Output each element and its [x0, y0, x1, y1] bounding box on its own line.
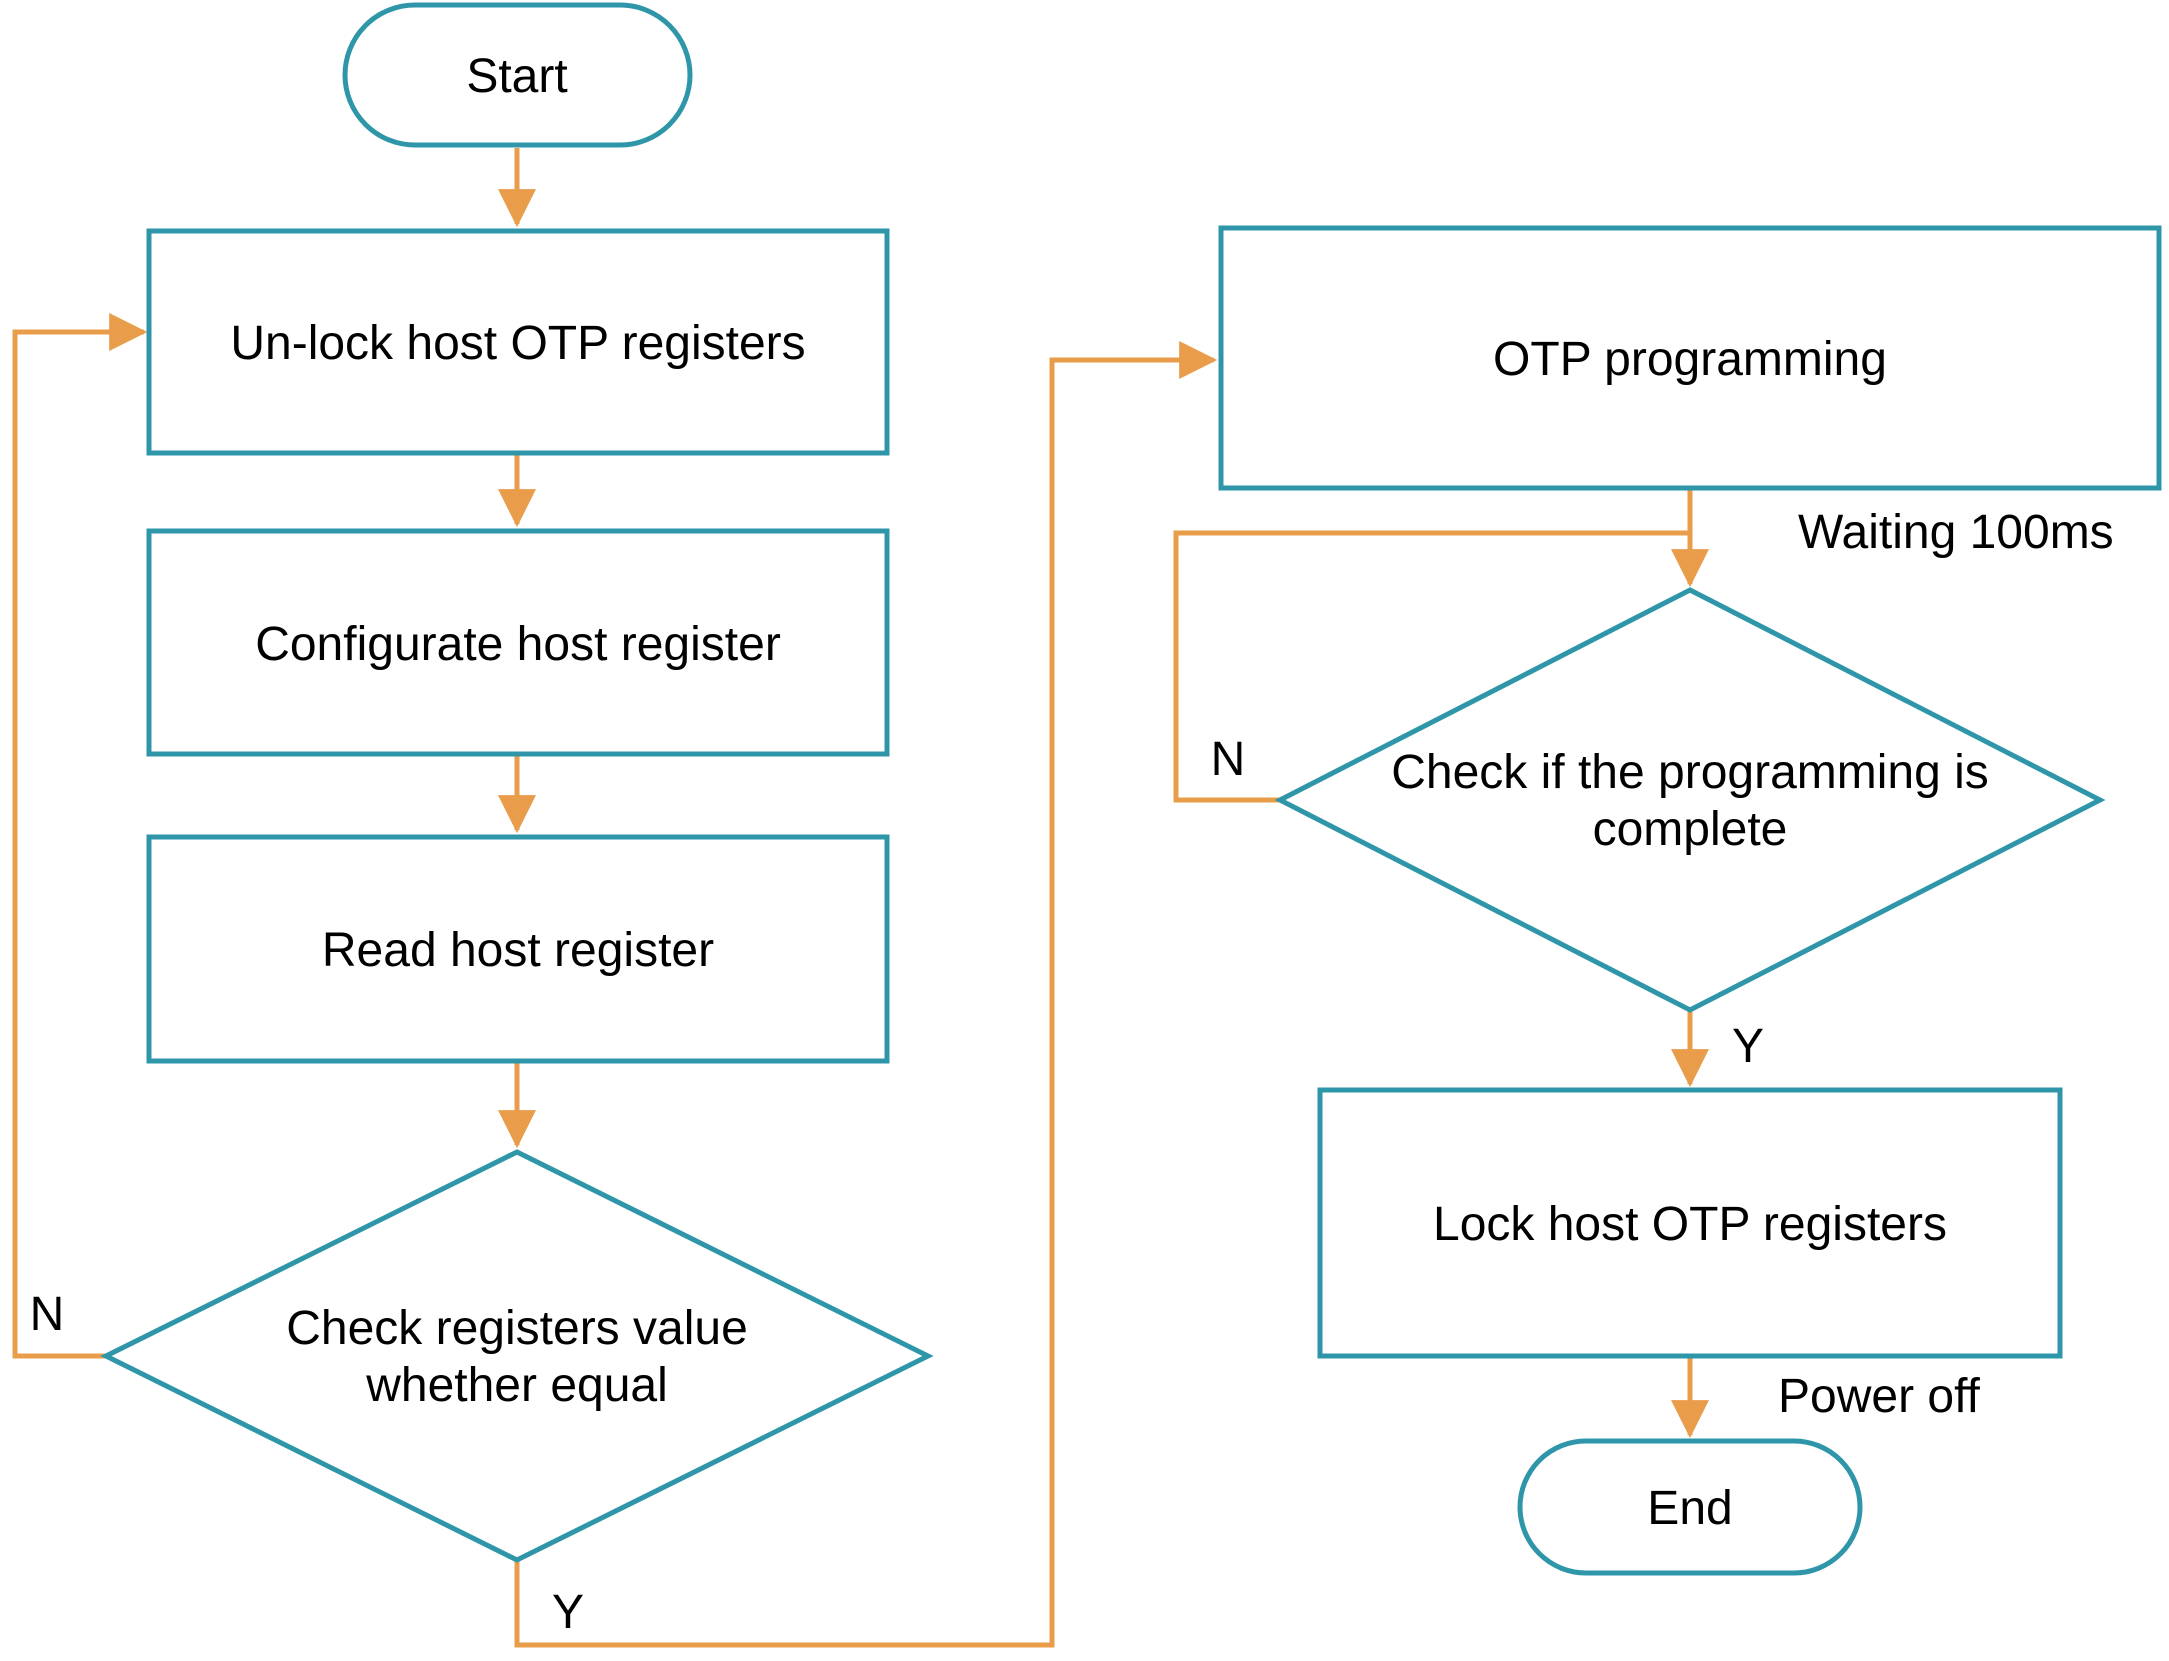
unlock-label: Un-lock host OTP registers	[230, 317, 805, 370]
check-registers-decision-node	[100, 1149, 934, 1563]
start-label: Start	[466, 50, 567, 103]
lock-host-otp-registers-node	[1317, 1087, 2063, 1359]
yes-branch-label-left: Y	[552, 1586, 584, 1639]
lock-label: Lock host OTP registers	[1433, 1198, 1947, 1251]
start-node	[342, 2, 693, 148]
check-complete-label-line2: complete	[1593, 803, 1788, 856]
edge-check-registers-yes-to-otp	[514, 341, 1218, 1648]
end-node	[1517, 1438, 1863, 1576]
configurate-host-register-node	[146, 528, 890, 757]
check-registers-label-line1: Check registers value	[286, 1302, 748, 1355]
otp-programming-node	[1218, 225, 2162, 491]
no-branch-label-right: N	[1211, 733, 1246, 786]
check-complete-decision-node	[1274, 587, 2106, 1013]
read-host-register-node	[146, 834, 890, 1064]
waiting-100ms-label: Waiting 100ms	[1798, 506, 2114, 559]
unlock-host-otp-registers-node	[146, 228, 890, 456]
yes-branch-label-right: Y	[1732, 1020, 1764, 1073]
power-off-label: Power off	[1778, 1370, 1981, 1423]
check-registers-label-line2: whether equal	[365, 1359, 668, 1412]
read-label: Read host register	[322, 924, 714, 977]
no-branch-label-left: N	[30, 1288, 65, 1341]
end-label: End	[1647, 1482, 1732, 1535]
edge-check-complete-no-loop	[1173, 530, 1688, 803]
configurate-label: Configurate host register	[255, 618, 781, 671]
edge-check-registers-no-loop	[12, 313, 148, 1359]
otp-programming-label: OTP programming	[1493, 333, 1887, 386]
check-complete-label-line1: Check if the programming is	[1391, 746, 1989, 799]
